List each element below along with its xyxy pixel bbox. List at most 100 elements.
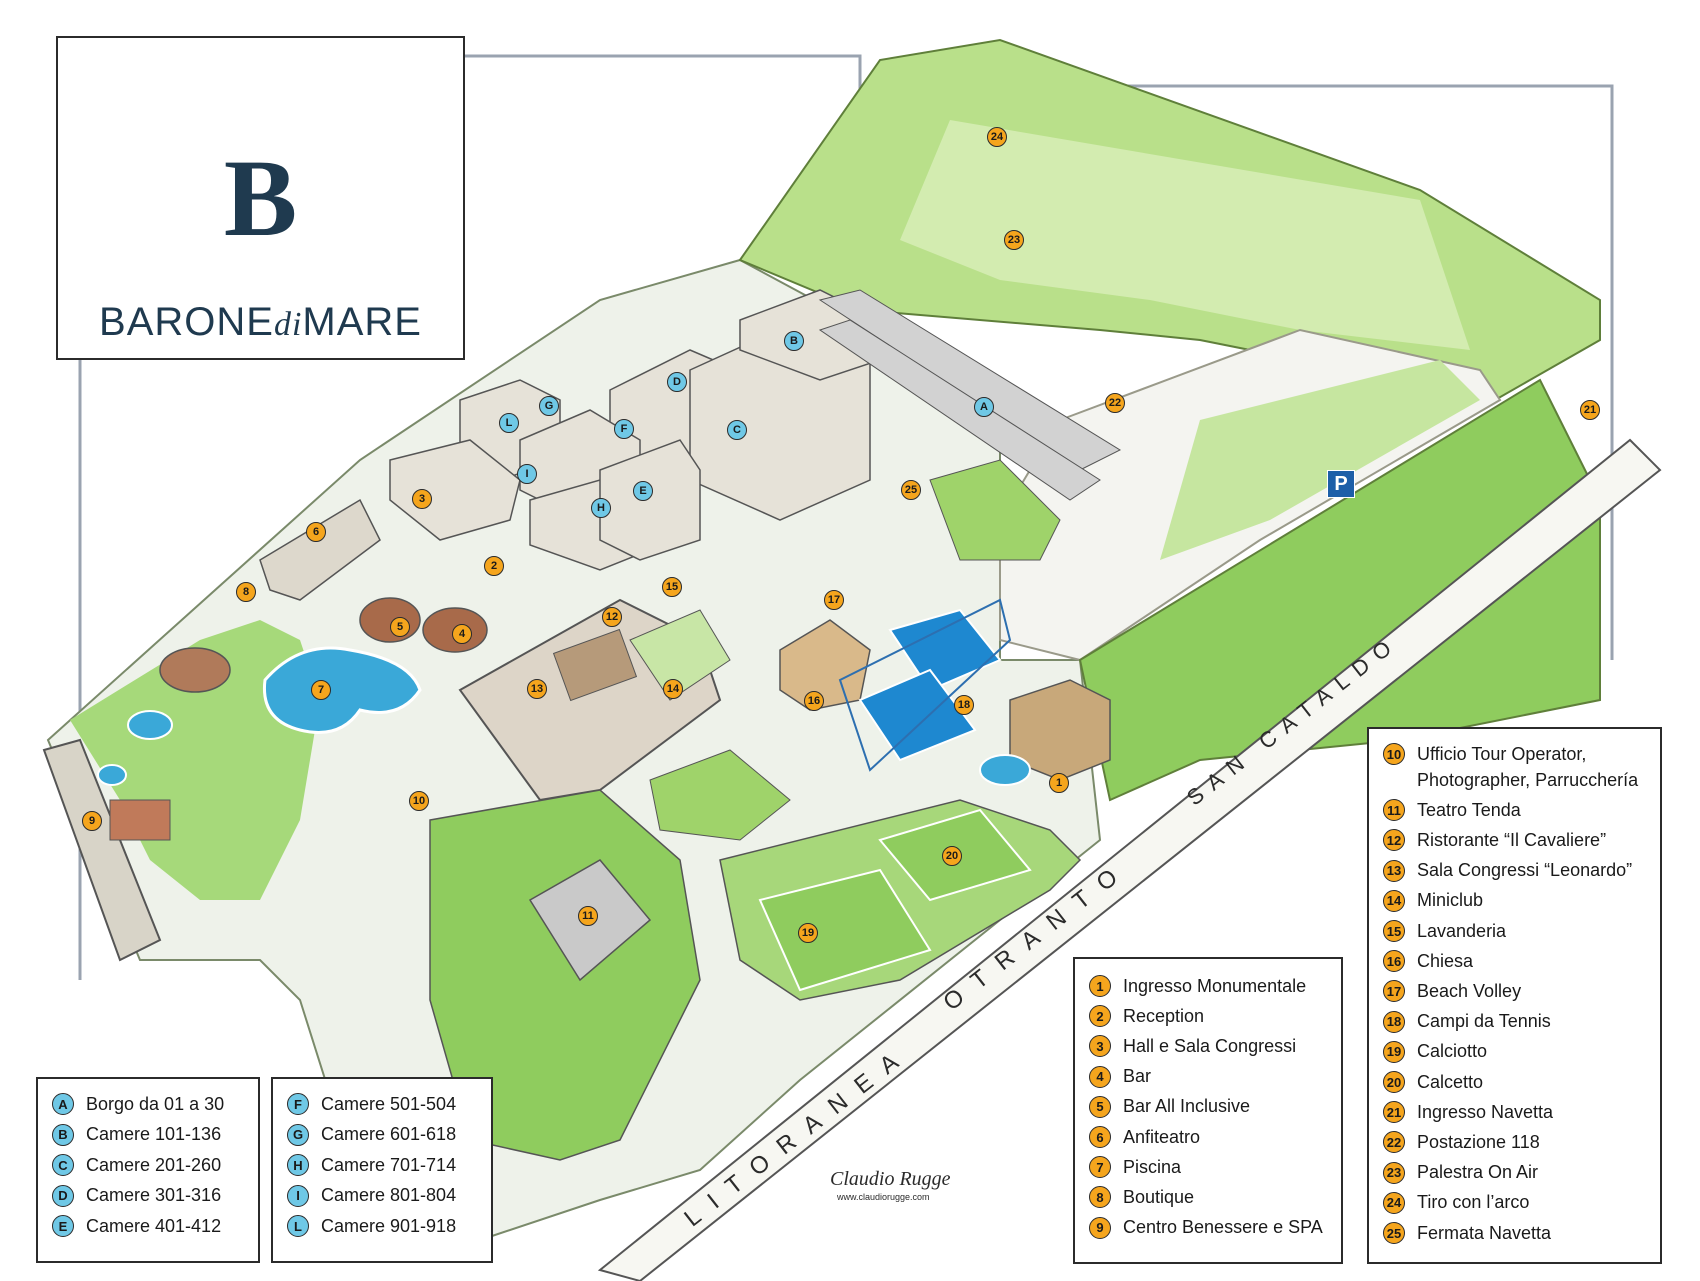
- map-marker-f[interactable]: F: [614, 419, 634, 439]
- map-marker-3[interactable]: 3: [412, 489, 432, 509]
- map-marker-19[interactable]: 19: [798, 923, 818, 943]
- legend-badge: G: [287, 1123, 309, 1146]
- tennis-court-1: [888, 608, 1002, 692]
- map-marker-18[interactable]: 18: [954, 695, 974, 715]
- map-marker-12[interactable]: 12: [602, 607, 622, 627]
- map-marker-a[interactable]: A: [974, 397, 994, 417]
- map-marker-17[interactable]: 17: [824, 590, 844, 610]
- legend-badge: 22: [1383, 1131, 1405, 1154]
- legend-badge: 23: [1383, 1161, 1405, 1184]
- map-marker-e[interactable]: E: [633, 481, 653, 501]
- parking-green: [1160, 360, 1480, 560]
- legend-badge: 16: [1383, 950, 1405, 973]
- restaurant-roof: [552, 628, 638, 702]
- map-marker-4[interactable]: 4: [452, 624, 472, 644]
- legend-item: C Camere 201-260: [52, 1152, 221, 1178]
- legend-item: 23 Palestra On Air: [1383, 1160, 1538, 1186]
- meadow: [900, 120, 1470, 350]
- map-marker-15[interactable]: 15: [662, 577, 682, 597]
- map-marker-5[interactable]: 5: [390, 617, 410, 637]
- spa-pool: [97, 764, 127, 786]
- legend-label: Camere 101-136: [86, 1124, 222, 1144]
- map-marker-6[interactable]: 6: [306, 522, 326, 542]
- legend-item: 20 Calcetto: [1383, 1069, 1483, 1095]
- legend-item: 16 Chiesa: [1383, 948, 1473, 974]
- map-marker-20[interactable]: 20: [942, 846, 962, 866]
- central-lawn: [649, 749, 791, 841]
- legend-badge: 12: [1383, 829, 1405, 852]
- legend-badge: 7: [1089, 1156, 1111, 1179]
- legend-label: Anfiteatro: [1123, 1126, 1201, 1147]
- map-marker-22[interactable]: 22: [1105, 393, 1125, 413]
- legend-label: Calciotto: [1417, 1041, 1488, 1062]
- map-marker-7[interactable]: 7: [311, 680, 331, 700]
- map-marker-16[interactable]: 16: [804, 691, 824, 711]
- legend-badge: 18: [1383, 1010, 1405, 1033]
- legend-label: Boutique: [1123, 1186, 1195, 1207]
- legend-label: Calcetto: [1417, 1071, 1484, 1092]
- brand-name-part2: di: [273, 306, 303, 343]
- legend-badge: E: [52, 1215, 74, 1237]
- legend-label: Ristorante “Il Cavaliere”: [1417, 829, 1607, 850]
- legend-label: Piscina: [1123, 1156, 1182, 1177]
- amphitheatre: [259, 498, 381, 601]
- map-marker-21[interactable]: 21: [1580, 400, 1600, 420]
- legend-label: Centro Benessere e SPA: [1123, 1217, 1323, 1238]
- legend-badge: C: [52, 1154, 74, 1176]
- brand-name-part3: MARE: [302, 300, 422, 344]
- legend-label: Ingresso Navetta: [1417, 1101, 1554, 1122]
- map-marker-g[interactable]: G: [539, 396, 559, 416]
- legend-badge: 14: [1383, 889, 1405, 912]
- map-marker-c[interactable]: C: [727, 420, 747, 440]
- map-marker-1[interactable]: 1: [1049, 773, 1069, 793]
- map-marker-23[interactable]: 23: [1004, 230, 1024, 250]
- map-marker-h[interactable]: H: [591, 498, 611, 518]
- spa-roof: [109, 799, 171, 841]
- entrance-fountain: [979, 754, 1031, 786]
- main-pool: [262, 646, 422, 734]
- map-marker-13[interactable]: 13: [527, 679, 547, 699]
- map-marker-b[interactable]: B: [784, 331, 804, 351]
- map-marker-8[interactable]: 8: [236, 582, 256, 602]
- roadside-green: [1078, 378, 1601, 802]
- legend-label: Ufficio Tour Operator,: [1417, 743, 1587, 764]
- map-marker-i[interactable]: I: [517, 464, 537, 484]
- logo-panel: B BARONEdiMARE: [56, 36, 465, 360]
- map-marker-14[interactable]: 14: [663, 679, 683, 699]
- legend-badge: 25: [1383, 1222, 1405, 1244]
- calciotto-pitch: [758, 868, 932, 992]
- artist-website: www.claudiorugge.com: [837, 1192, 930, 1202]
- map-marker-2[interactable]: 2: [484, 556, 504, 576]
- map-marker-l[interactable]: L: [499, 413, 519, 433]
- hut-bar-all-inclusive: [359, 597, 421, 643]
- legend-label: Camere 301-316: [86, 1185, 222, 1205]
- map-marker-11[interactable]: 11: [578, 906, 598, 926]
- legend-badge: 17: [1383, 980, 1405, 1003]
- legend-badge: 20: [1383, 1071, 1405, 1093]
- road: [597, 438, 1662, 1281]
- legend-label: Chiesa: [1417, 950, 1474, 971]
- map-marker-9[interactable]: 9: [82, 811, 102, 831]
- legend-label: Camere 201-260: [86, 1154, 222, 1175]
- legend-badge: 1: [1089, 975, 1111, 997]
- map-marker-d[interactable]: D: [667, 372, 687, 392]
- logo-letter: B: [223, 137, 298, 259]
- legend-label: Palestra On Air: [1417, 1162, 1539, 1183]
- legend-label: Camere 701-714: [321, 1154, 457, 1175]
- legend-badge: L: [287, 1215, 309, 1237]
- map-marker-25[interactable]: 25: [901, 480, 921, 500]
- map-marker-24[interactable]: 24: [987, 127, 1007, 147]
- map-marker-10[interactable]: 10: [409, 791, 429, 811]
